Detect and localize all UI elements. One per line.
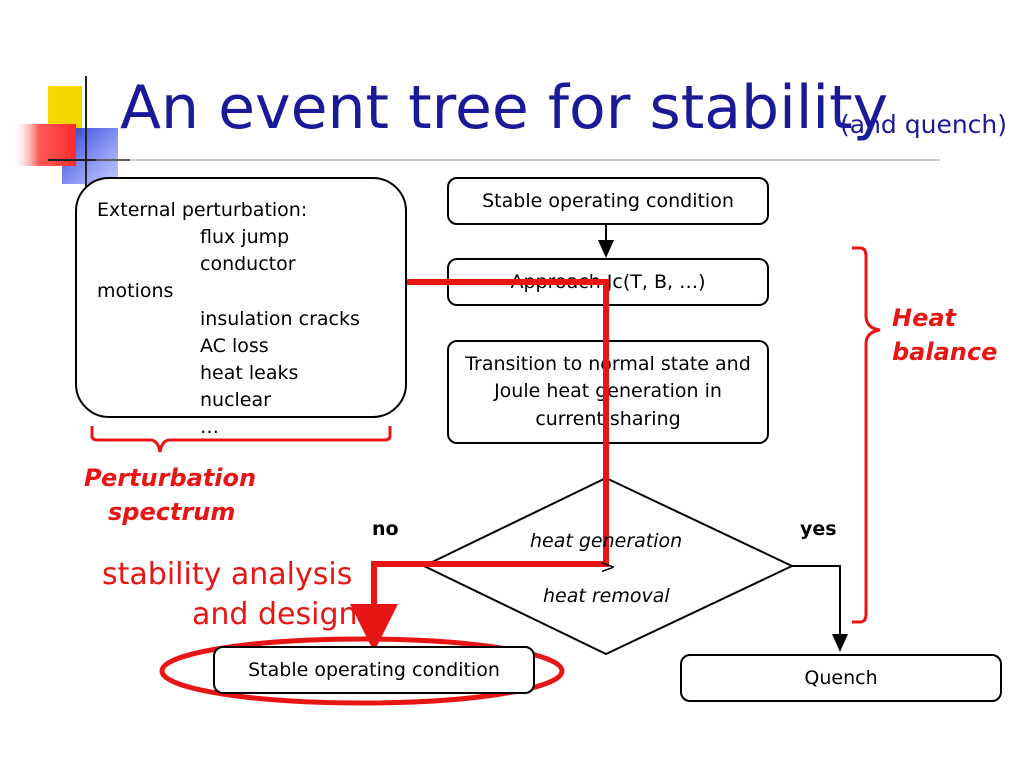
external-perturbation-box	[75, 177, 407, 418]
no-label: no	[372, 518, 399, 540]
heat-balance-line1: Heat	[892, 304, 957, 332]
slide-title: An event tree for stability	[120, 73, 889, 143]
perturbation-item: insulation cracks	[200, 308, 360, 330]
perturbation-brace-icon	[90, 426, 392, 453]
bottom-stable-condition-box: Stable operating condition	[213, 646, 535, 694]
perturbation-item: nuclear	[200, 389, 271, 411]
perturbation-item: motions	[97, 280, 174, 302]
yes-label: yes	[800, 518, 837, 540]
perturbation-item: heat leaks	[200, 362, 299, 384]
quench-box: Quench	[680, 654, 1002, 702]
heat-balance-line2: balance	[892, 338, 998, 366]
slide-subtitle: (and quench)	[840, 110, 1008, 139]
perturbation-item: conductor	[200, 253, 296, 275]
bottom-stable-condition-label: Stable operating condition	[248, 659, 500, 681]
perturbation-heading: External perturbation:	[97, 199, 308, 221]
perturbation-item: AC loss	[200, 335, 269, 357]
top-stable-condition-box: Stable operating condition	[447, 177, 769, 225]
red-path	[350, 279, 609, 652]
perturbation-item: …	[200, 416, 219, 438]
perturbation-spectrum-line1: Perturbation	[84, 464, 257, 492]
perturbation-item: flux jump	[200, 226, 290, 248]
heat-balance-brace-icon	[852, 246, 881, 624]
quench-label: Quench	[804, 667, 878, 689]
perturbation-spectrum-line2: spectrum	[108, 498, 236, 526]
stability-analysis-line1: stability analysis	[102, 557, 353, 592]
decision-operator: >	[600, 556, 616, 578]
decision-heat-generation: heat generation	[530, 530, 683, 552]
highlight-ellipse	[159, 636, 565, 706]
stability-analysis-line2: and design	[192, 597, 358, 632]
decision-heat-removal: heat removal	[543, 585, 670, 607]
arrow-yes-to-quench	[792, 565, 848, 652]
top-stable-condition-label: Stable operating condition	[482, 190, 734, 212]
